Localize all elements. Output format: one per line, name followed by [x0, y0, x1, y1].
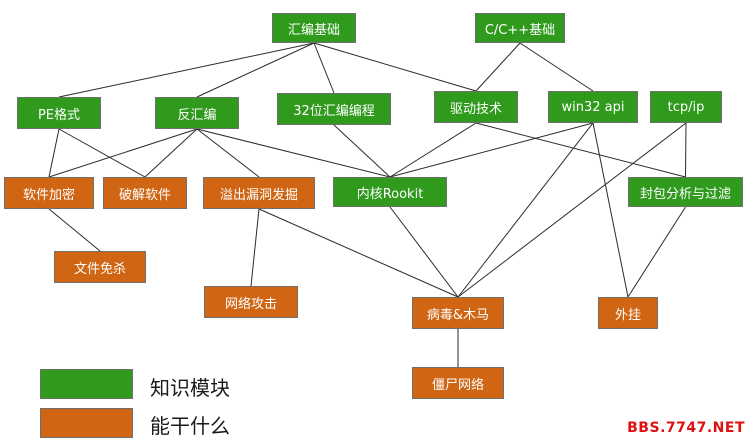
legend-knowledge-label: 知识模块	[150, 376, 230, 400]
edge-asm_basics-to-disassembly	[196, 42, 315, 98]
node-packet-analysis: 封包分析与过滤	[628, 177, 743, 207]
node-c-cpp-basics: C/C++基础	[475, 13, 565, 43]
edge-disassembly-to-overflow_exploit	[196, 128, 260, 178]
node-asm-basics: 汇编基础	[272, 13, 356, 43]
edge-driver-to-packet_analysis	[475, 122, 686, 178]
edge-pe_format-to-software_encryption	[48, 128, 60, 178]
edge-driver-to-kernel_rootkit	[389, 122, 477, 178]
edge-win32api-to-kernel_rootkit	[389, 122, 594, 178]
node-software-cracking: 破解软件	[103, 177, 187, 209]
node-driver: 驱动技术	[434, 91, 518, 123]
edge-win32api-to-game_cheat	[592, 122, 629, 298]
edge-asm_basics-to-asm32	[313, 42, 335, 94]
edge-c_cpp_basics-to-driver	[475, 42, 521, 92]
edge-disassembly-to-software_cracking	[144, 128, 198, 178]
node-asm32: 32位汇编编程	[277, 93, 391, 125]
edge-kernel_rootkit-to-virus_trojan	[389, 206, 459, 298]
edge-packet_analysis-to-game_cheat	[627, 206, 686, 298]
node-software-encryption: 软件加密	[4, 177, 94, 209]
node-game-cheat: 外挂	[598, 297, 658, 329]
node-pe-format: PE格式	[17, 97, 101, 129]
edge-tcpip-to-virus_trojan	[457, 122, 687, 298]
edge-win32api-to-virus_trojan	[457, 122, 594, 298]
edge-software_encryption-to-file_av_evasion	[48, 208, 101, 252]
edge-overflow_exploit-to-network_attack	[250, 208, 260, 287]
node-botnet: 僵尸网络	[412, 367, 504, 399]
node-disassembly: 反汇编	[155, 97, 239, 129]
legend-ability-swatch	[40, 408, 133, 438]
node-win32api: win32 api	[548, 91, 638, 123]
edge-disassembly-to-kernel_rootkit	[196, 128, 391, 178]
node-virus-trojan: 病毒&木马	[412, 297, 504, 329]
site-watermark: BBS.7747.NET	[627, 420, 745, 436]
edge-asm32-to-kernel_rootkit	[333, 124, 391, 178]
node-tcpip: tcp/ip	[650, 91, 722, 123]
node-overflow-exploit: 溢出漏洞发掘	[203, 177, 315, 209]
edge-pe_format-to-software_cracking	[58, 128, 146, 178]
edge-asm_basics-to-pe_format	[58, 42, 315, 98]
edge-disassembly-to-software_encryption	[48, 128, 198, 178]
legend-ability-label: 能干什么	[150, 414, 230, 438]
edge-asm_basics-to-driver	[313, 42, 477, 92]
node-network-attack: 网络攻击	[204, 286, 298, 318]
edge-tcpip-to-packet_analysis	[685, 122, 687, 178]
edge-c_cpp_basics-to-win32api	[519, 42, 594, 92]
edge-overflow_exploit-to-virus_trojan	[258, 208, 459, 298]
node-kernel-rootkit: 内核Rookit	[333, 177, 447, 207]
legend-knowledge-swatch	[40, 369, 133, 399]
node-file-av-evasion: 文件免杀	[54, 251, 146, 283]
